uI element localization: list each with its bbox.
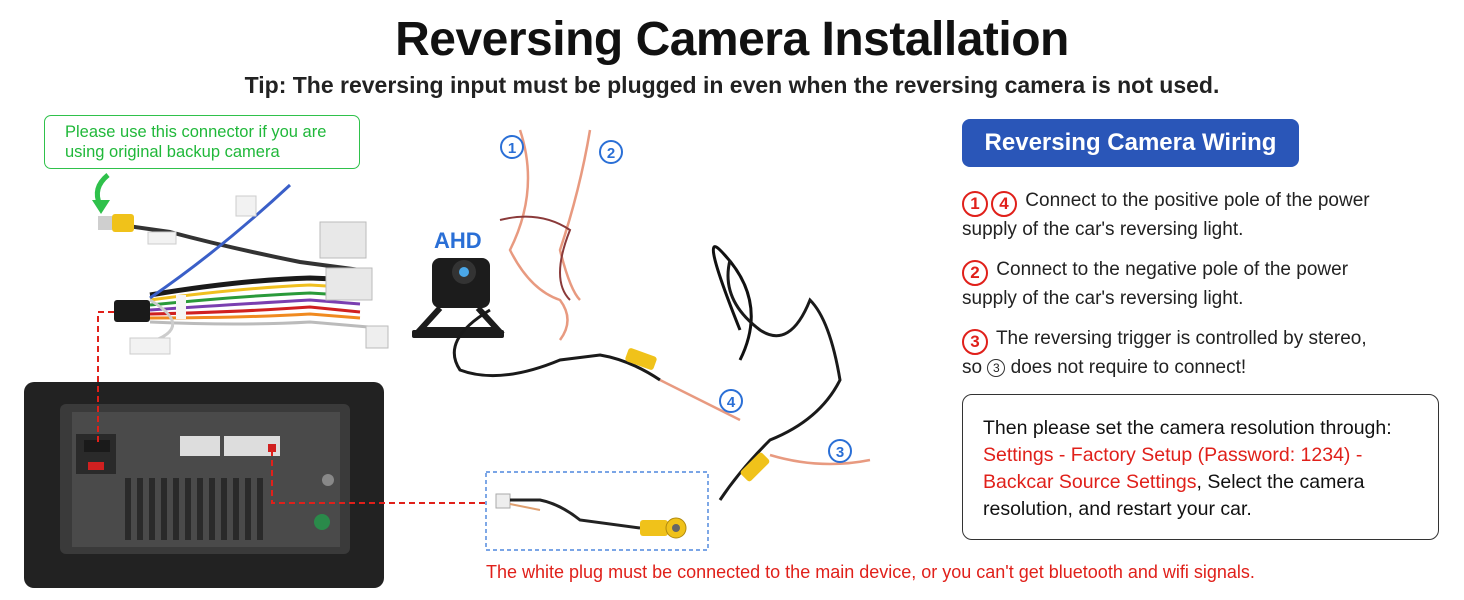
green-arrow-icon: [92, 173, 110, 214]
connector-note: Please use this connector if you are usi…: [44, 115, 360, 169]
ahd-camera: [412, 258, 505, 338]
step-2: 2 Connect to the negative pole of the po…: [962, 257, 1442, 312]
resolution-end: resolution, and restart your car.: [983, 498, 1252, 520]
camera-label: AHD: [434, 228, 482, 253]
resolution-path-line1: Settings - Factory Setup (Password: 1234…: [983, 444, 1363, 466]
wire-harness: [98, 183, 389, 355]
white-plug-warning: The white plug must be connected to the …: [486, 562, 1255, 582]
step-3: 3 The reversing trigger is controlled by…: [962, 326, 1442, 381]
wire-number-markers: 1 2 3 4: [500, 135, 852, 463]
head-unit-back: [24, 382, 384, 588]
step-3-line1: The reversing trigger is controlled by s…: [995, 328, 1367, 349]
num-badge-1: 1: [962, 191, 988, 217]
red-dashed-leaders: [97, 311, 486, 504]
num-badge-4: 4: [991, 191, 1017, 217]
wire-num-3: 3: [836, 444, 844, 461]
resolution-path-line2-wrap: Backcar Source Settings, Select the came…: [983, 469, 1420, 496]
resolution-box: Then please set the camera resolution th…: [962, 394, 1439, 540]
num-badge-3: 3: [962, 329, 988, 355]
step-3-line2-pre: so: [962, 357, 983, 378]
wire-num-1: 1: [508, 140, 516, 157]
num-inline-3: 3: [987, 359, 1006, 377]
white-plug-detail: [485, 471, 709, 551]
step-3-line2-post: does not require to connect!: [1010, 357, 1247, 378]
wire-num-2: 2: [607, 145, 615, 162]
wiring-panel-title: Reversing Camera Wiring: [962, 119, 1299, 167]
num-badge-2: 2: [962, 260, 988, 286]
resolution-intro: Then please set the camera resolution th…: [983, 417, 1392, 439]
wire-num-4: 4: [727, 394, 736, 411]
resolution-after-path: , Select the camera: [1196, 471, 1365, 493]
connector-note-line1: Please use this connector if you are: [65, 123, 327, 141]
connector-note-line2: using original backup camera: [65, 143, 280, 161]
resolution-path-line2: Backcar Source Settings: [983, 471, 1197, 493]
step-2-line2: supply of the car's reversing light.: [962, 288, 1244, 309]
camera-cable: [452, 129, 871, 501]
step-1-line1: Connect to the positive pole of the powe…: [1025, 190, 1370, 211]
step-1-line2: supply of the car's reversing light.: [962, 219, 1244, 240]
page-title: Reversing Camera Installation: [395, 13, 1069, 66]
tip-text: Tip: The reversing input must be plugged…: [244, 72, 1220, 98]
step-2-line1: Connect to the negative pole of the powe…: [996, 259, 1349, 280]
